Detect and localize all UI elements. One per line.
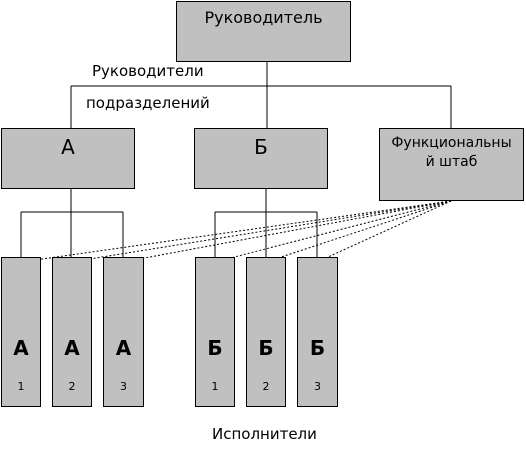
executor-a1: А 1 bbox=[1, 257, 41, 407]
executor-letter: Б bbox=[258, 336, 274, 360]
executor-letter: А bbox=[115, 336, 132, 360]
head-box: Руководитель bbox=[176, 1, 351, 62]
managers-label-line2: подразделений bbox=[86, 94, 210, 112]
executor-number: 3 bbox=[314, 380, 321, 393]
executor-number: 3 bbox=[120, 380, 127, 393]
executor-number: 1 bbox=[17, 380, 25, 393]
unit-a-label: А bbox=[61, 135, 75, 159]
executor-b1: Б 1 bbox=[195, 257, 235, 407]
staff-label-line1: Функциональны bbox=[391, 135, 512, 151]
executor-number: 1 bbox=[211, 380, 219, 393]
unit-a-box: А bbox=[1, 128, 135, 189]
executors-label: Исполнители bbox=[212, 425, 317, 443]
executor-b3: Б 3 bbox=[297, 257, 338, 407]
executor-letter: А bbox=[13, 336, 29, 360]
functional-staff-box: Функциональны й штаб bbox=[379, 128, 524, 201]
head-label: Руководитель bbox=[204, 8, 323, 27]
executor-letter: А bbox=[64, 336, 80, 360]
managers-label-line1: Руководители bbox=[92, 62, 204, 80]
executor-number: 2 bbox=[68, 380, 76, 393]
executor-b2: Б 2 bbox=[246, 257, 286, 407]
executor-letter: Б bbox=[207, 336, 223, 360]
unit-b-box: Б bbox=[194, 128, 328, 189]
staff-label-line2: й штаб bbox=[425, 154, 478, 170]
executor-letter: Б bbox=[309, 336, 326, 360]
executor-number: 2 bbox=[262, 380, 270, 393]
unit-b-label: Б bbox=[254, 135, 268, 159]
executor-a2: А 2 bbox=[52, 257, 92, 407]
executor-a3: А 3 bbox=[103, 257, 144, 407]
